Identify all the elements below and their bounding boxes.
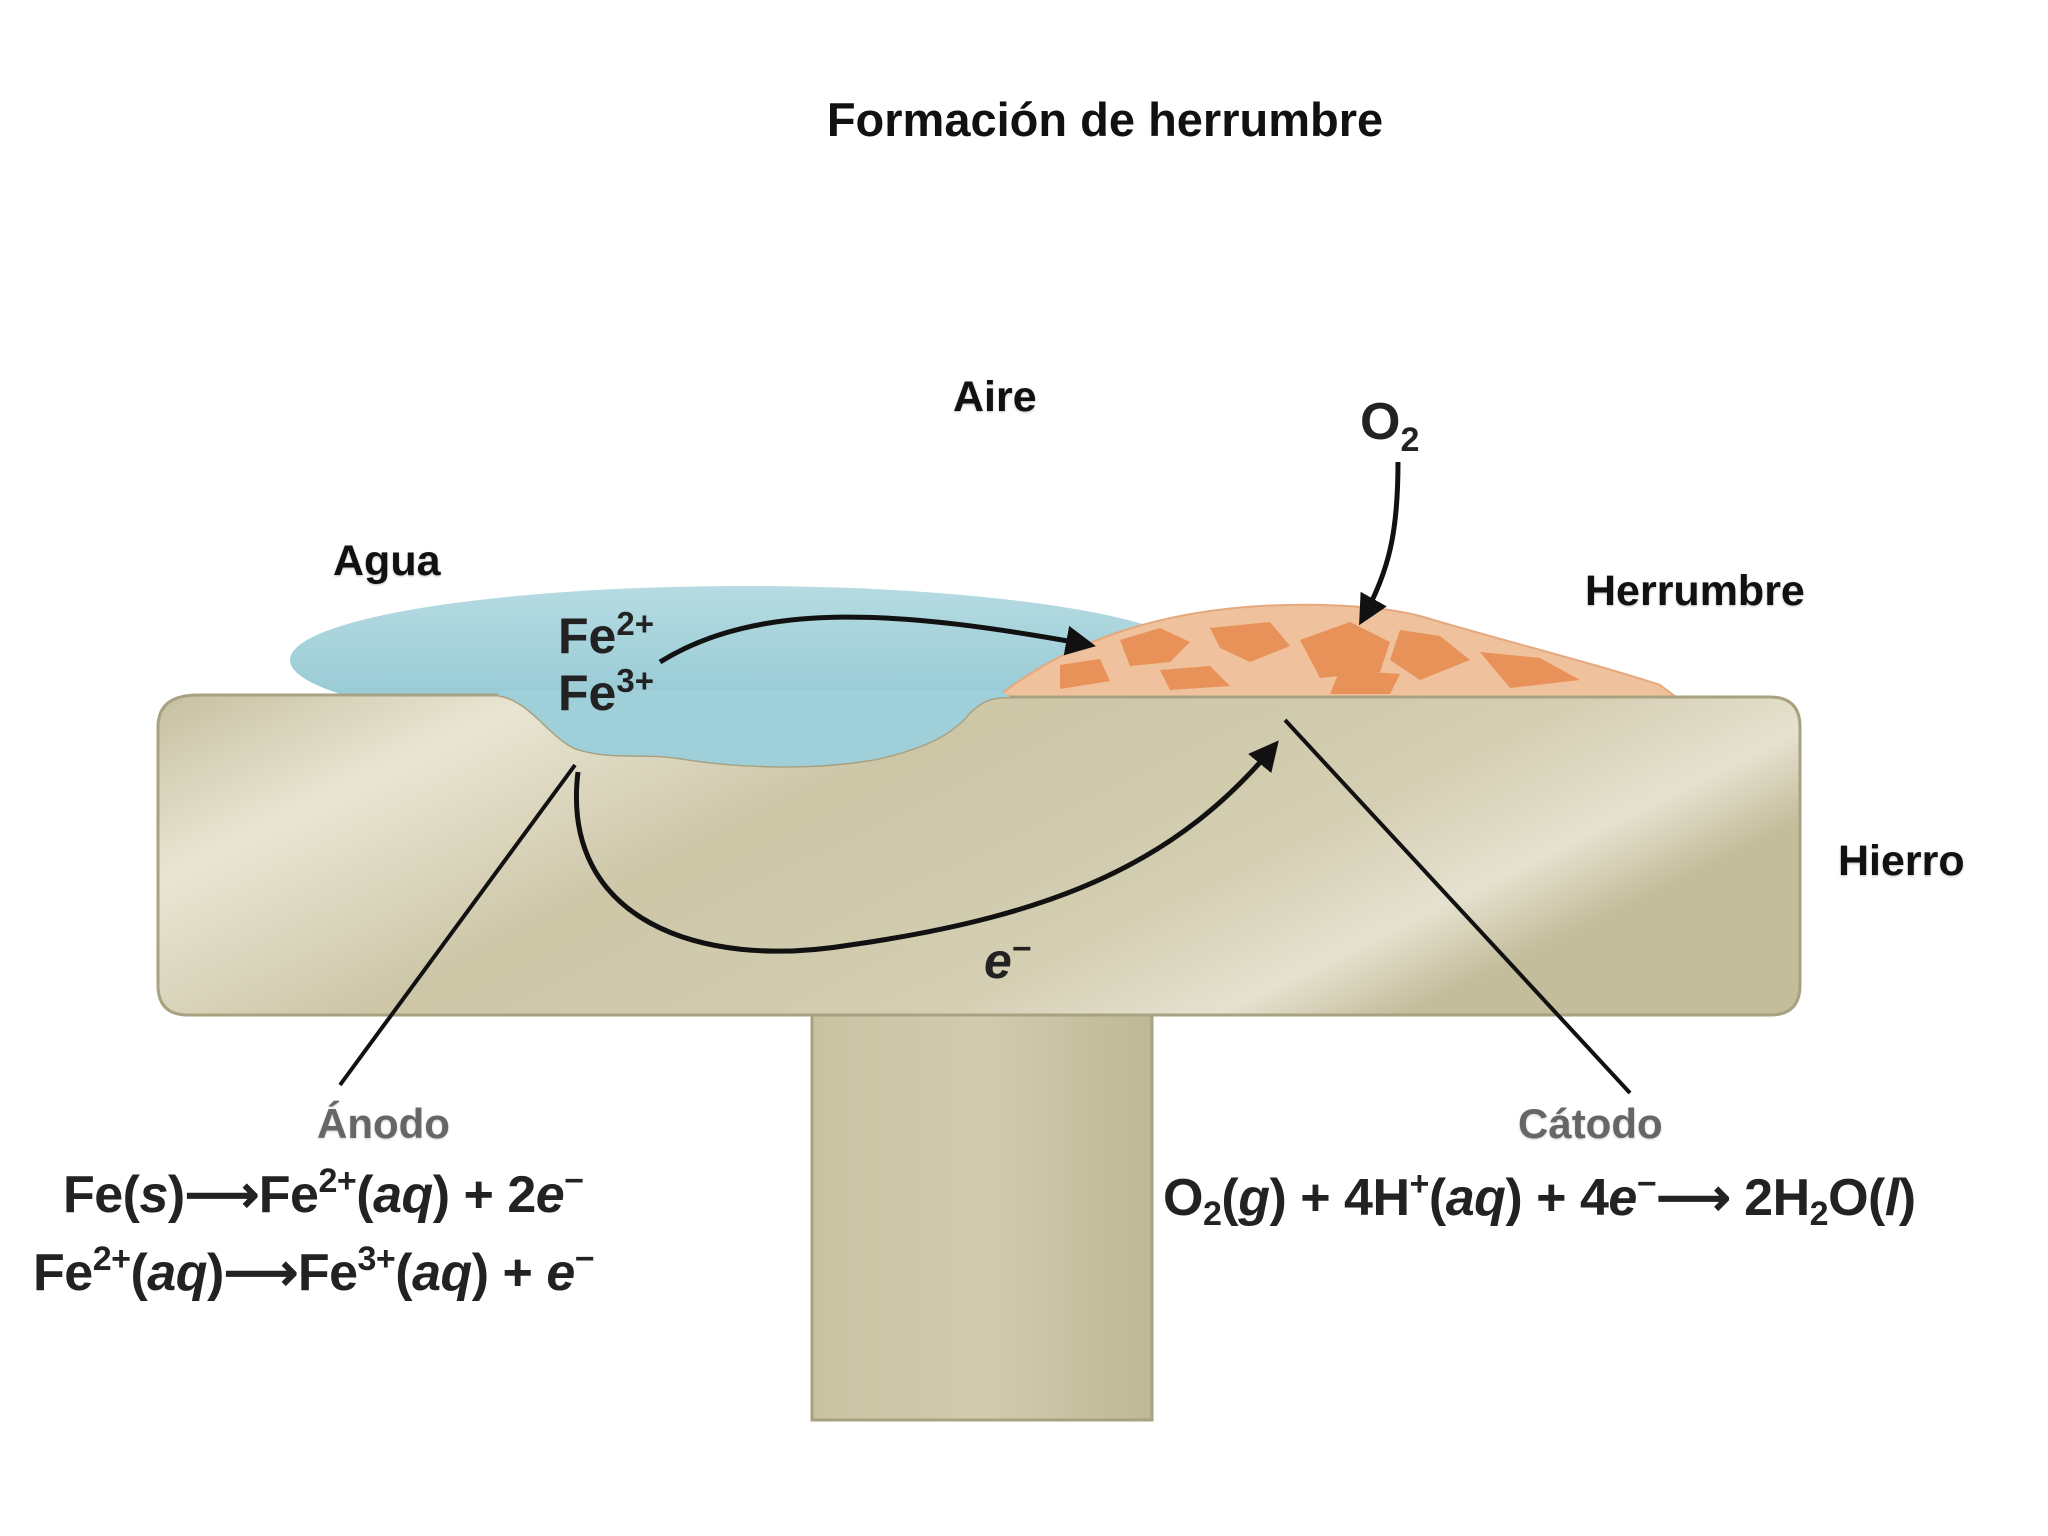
eq2-part-a: Fe [33, 1244, 93, 1302]
ceq-part-f: ⟶ 2H [1656, 1169, 1810, 1227]
cathode-label: Cátodo [1518, 1100, 1663, 1147]
ceq-state-l: l [1884, 1169, 1899, 1227]
eq1-charge-2plus: 2+ [318, 1162, 357, 1200]
fe3-symbol: Fe [558, 665, 617, 721]
ion-migration-arrow [658, 614, 1096, 665]
ceq-state-aq: aq [1445, 1169, 1506, 1227]
oxygen-label: O2 [1360, 392, 1419, 457]
ceq-part-a: O [1163, 1169, 1203, 1227]
eq2-part-c: )⟶Fe [206, 1244, 358, 1302]
rust-pile-texture [1060, 622, 1580, 694]
eq2-electron-charge: − [574, 1240, 595, 1278]
cathode-leader-line [1283, 718, 1632, 1095]
ceq-part-h: ) [1898, 1169, 1916, 1227]
eq1-state-aq: aq [373, 1166, 433, 1224]
oxygen-symbol: O [1360, 393, 1401, 451]
eq2-charge-2plus: 2+ [92, 1240, 131, 1278]
air-label: Aire [953, 373, 1037, 421]
electron-flow-arrow [574, 740, 1279, 954]
fe3-charge: 3+ [616, 662, 654, 699]
eq2-part-b: ( [130, 1244, 148, 1302]
rust-label: Herrumbre [1585, 567, 1805, 615]
eq2-electron: e [546, 1244, 575, 1302]
fe2-charge: 2+ [616, 605, 654, 642]
ceq-o2-sub: 2 [1202, 1195, 1222, 1233]
ceq-h-charge: + [1409, 1165, 1430, 1203]
eq1-part-d: ) + 2 [432, 1166, 537, 1224]
anode-leader-line [338, 763, 577, 1087]
ceq-part-b: ( [1221, 1169, 1239, 1227]
oxygen-subscript: 2 [1400, 421, 1420, 459]
eq1-part-a: Fe( [63, 1166, 140, 1224]
ceq-state-g: g [1238, 1169, 1270, 1227]
iron-slab [156, 693, 1802, 1017]
ceq-part-g: O( [1828, 1169, 1885, 1227]
ferric-ion-label: Fe3+ [558, 662, 654, 721]
cathode-equation: O2(g) + 4H+(aq) + 4e−⟶ 2H2O(l) [1163, 1165, 1916, 1231]
oxygen-arrow [1359, 461, 1401, 626]
ceq-electron-charge: − [1636, 1165, 1657, 1203]
anode-equation-2: Fe2+(aq)⟶Fe3+(aq) + e− [33, 1240, 595, 1303]
ceq-part-c: ) + 4H [1269, 1169, 1410, 1227]
anode-label: Ánodo [317, 1100, 450, 1147]
eq1-part-c: ( [356, 1166, 374, 1224]
ceq-electron: e [1608, 1169, 1637, 1227]
eq2-part-d: ( [395, 1244, 413, 1302]
eq2-state-aq-1: aq [147, 1244, 207, 1302]
fe2-symbol: Fe [558, 608, 617, 664]
water-in-pit [498, 690, 1010, 767]
ceq-part-d: ( [1428, 1169, 1446, 1227]
eq1-electron: e [535, 1166, 565, 1224]
ceq-h2-sub: 2 [1809, 1195, 1829, 1233]
electron-charge: − [1011, 930, 1032, 968]
eq1-part-b: )⟶Fe [167, 1166, 319, 1224]
ferrous-ion-label: Fe2+ [558, 605, 654, 664]
anode-equation-1: Fe(s)⟶Fe2+(aq) + 2e− [63, 1162, 584, 1225]
ceq-part-e: ) + 4 [1505, 1169, 1609, 1227]
diagram-title: Formación de herrumbre [826, 93, 1384, 146]
eq2-state-aq-2: aq [412, 1244, 472, 1302]
water-label: Agua [333, 537, 441, 585]
iron-label: Hierro [1838, 837, 1965, 885]
eq1-state-s: s [139, 1166, 169, 1224]
electron-label: e− [984, 932, 1032, 990]
eq2-charge-3plus: 3+ [357, 1240, 396, 1278]
iron-stem [810, 1008, 1154, 1422]
electron-symbol: e [984, 933, 1012, 989]
eq2-part-e: ) + [471, 1244, 547, 1302]
eq1-electron-charge: − [564, 1162, 584, 1200]
